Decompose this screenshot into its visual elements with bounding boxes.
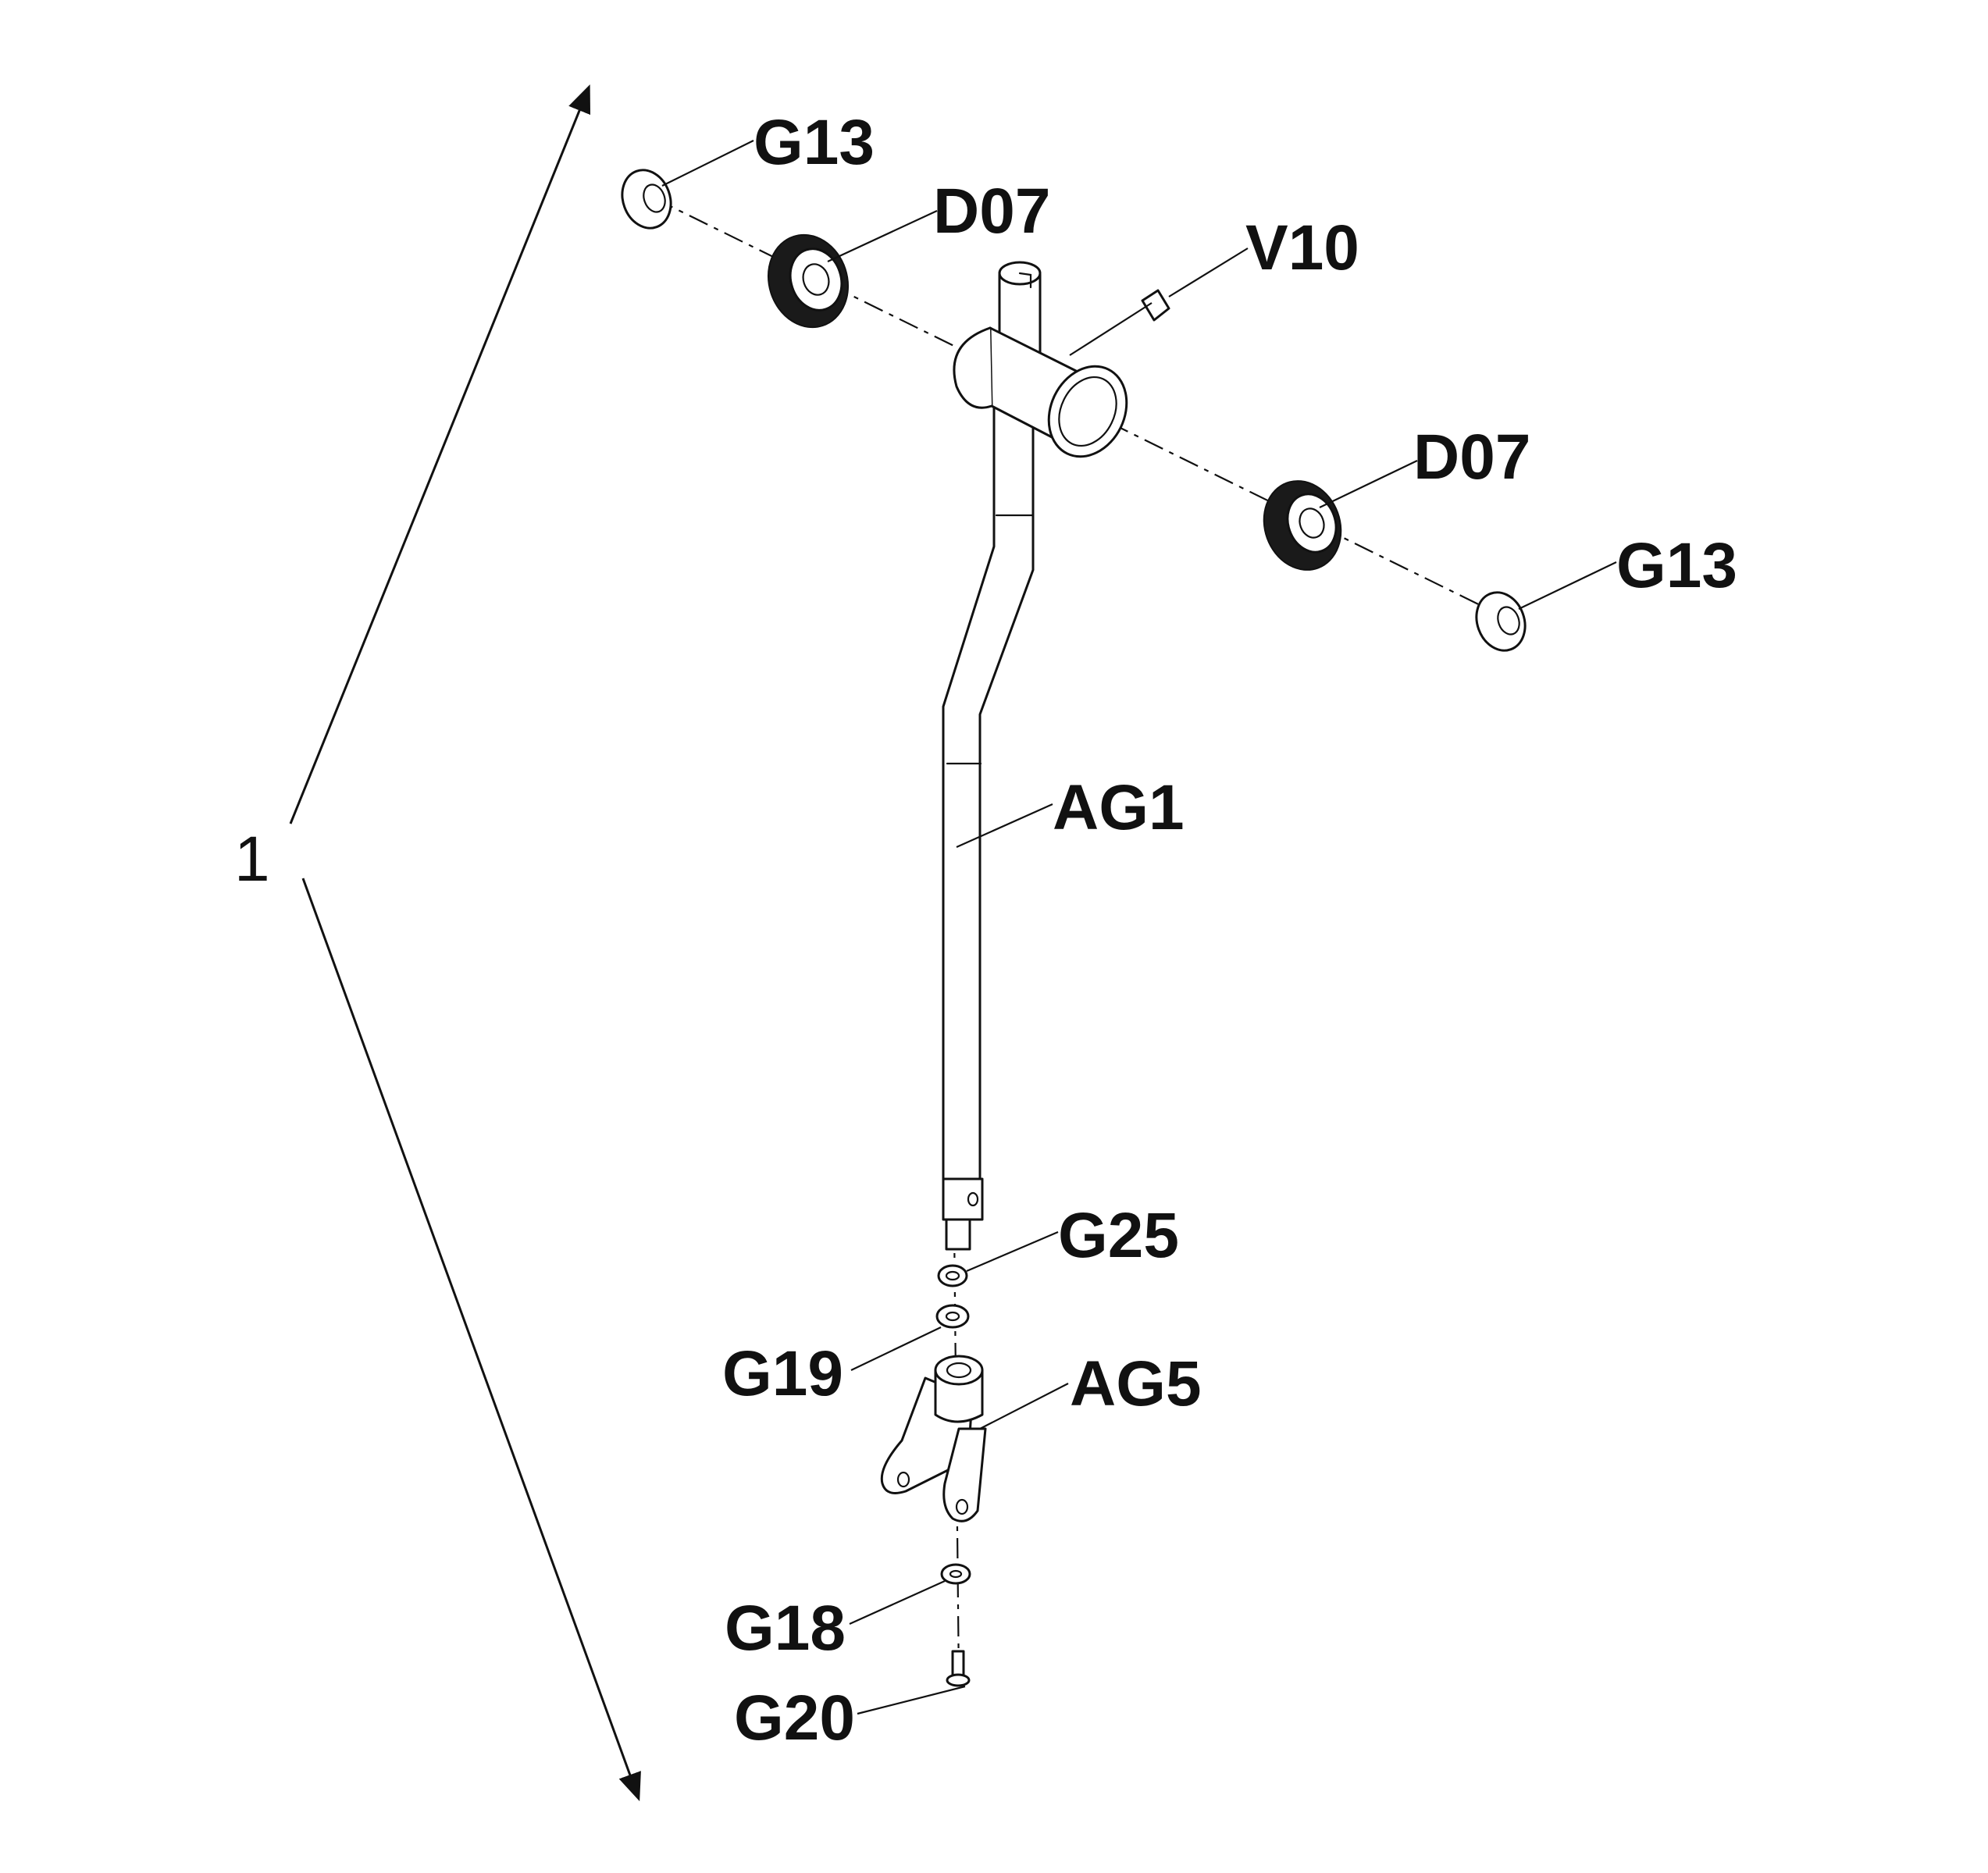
shaft-lower-end xyxy=(942,1177,984,1221)
shaft-body xyxy=(942,404,1035,1180)
leader-d07-left xyxy=(827,210,938,262)
tube-bore xyxy=(1058,376,1117,447)
callout-labels: G13 D07 V10 D07 G13 AG1 G25 G19 AG5 G18 … xyxy=(722,107,1737,1754)
label-g19: G19 xyxy=(722,1338,843,1409)
bracket-lower-arm xyxy=(301,878,641,1802)
clevis-boss-top xyxy=(934,1355,984,1386)
label-ag1: AG1 xyxy=(1053,772,1185,843)
tube-right-end xyxy=(1047,365,1128,458)
washer-g18 xyxy=(940,1563,971,1585)
leader-g13-top xyxy=(661,140,754,187)
label-g18: G18 xyxy=(725,1593,846,1664)
leader-ag1 xyxy=(956,803,1053,849)
label-g25: G25 xyxy=(1058,1200,1179,1271)
shaft-pin xyxy=(945,1218,971,1251)
leader-v10 xyxy=(1168,247,1249,297)
shaft-cross-hole xyxy=(967,1191,979,1207)
leader-d07-right xyxy=(1319,460,1418,508)
washer-g19 xyxy=(935,1304,970,1329)
screw-g20 xyxy=(946,1650,971,1687)
washer-g13-top xyxy=(621,169,672,230)
leader-ag5 xyxy=(979,1383,1069,1430)
clevis-right-hole xyxy=(955,1498,969,1515)
label-d07-right: D07 xyxy=(1413,422,1530,493)
lever-shaft-ag1 xyxy=(942,261,1128,1251)
vertical-axis-line xyxy=(953,1225,960,1683)
assembly-bracket: 1 xyxy=(234,84,641,1802)
clevis-bracket-ag5 xyxy=(880,1355,987,1522)
clevis-bore xyxy=(946,1362,972,1379)
label-g20: G20 xyxy=(734,1682,855,1754)
leader-lines xyxy=(661,140,1617,1715)
label-g13-right: G13 xyxy=(1616,530,1737,601)
clevis-left-hole xyxy=(896,1471,910,1488)
knurled-nut-d07-left xyxy=(767,233,850,329)
bracket-upper-arm xyxy=(289,84,591,824)
assembly-number: 1 xyxy=(234,824,270,895)
label-ag5: AG5 xyxy=(1070,1348,1202,1419)
label-g13-top: G13 xyxy=(754,107,875,178)
leader-g13-right xyxy=(1518,561,1617,610)
washer-g13-right xyxy=(1475,591,1527,652)
leader-g19 xyxy=(850,1326,942,1371)
leader-g18 xyxy=(849,1579,946,1626)
washer-g25 xyxy=(937,1264,968,1287)
tube-left-end xyxy=(953,326,993,409)
label-d07-left: D07 xyxy=(933,176,1050,247)
knurled-nut-d07-right xyxy=(1263,480,1342,571)
leader-g25 xyxy=(966,1230,1059,1273)
key-v10 xyxy=(1141,289,1170,322)
post-slot xyxy=(1018,272,1032,289)
label-v10: V10 xyxy=(1245,212,1359,283)
leader-g20 xyxy=(857,1685,966,1715)
clevis-right-plate xyxy=(942,1427,987,1522)
leader-v10-tube xyxy=(1069,302,1153,356)
